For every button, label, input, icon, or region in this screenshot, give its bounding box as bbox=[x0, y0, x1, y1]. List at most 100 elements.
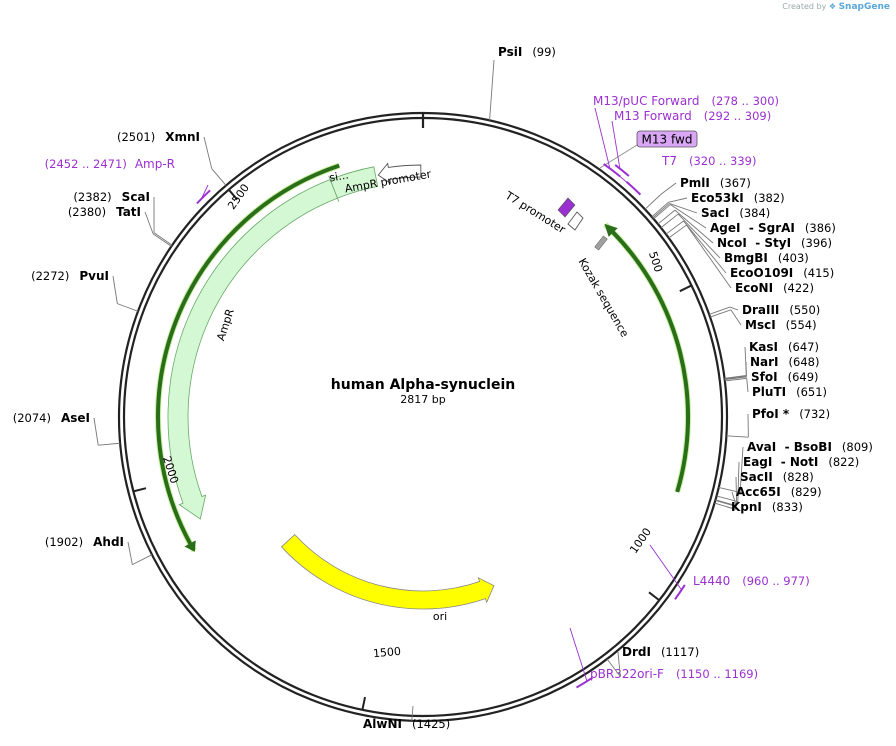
enzyme-leader-elbow bbox=[668, 198, 687, 202]
enzyme-label: EagI - NotI (822) bbox=[743, 455, 859, 469]
enzyme-label: Eco53kI(382) bbox=[691, 191, 785, 205]
enzyme-label: NcoI - StyI(396) bbox=[717, 236, 832, 250]
enzyme-site[interactable]: PfoI *(732) bbox=[726, 407, 830, 438]
primer-label[interactable]: T7 (320 .. 339) bbox=[661, 154, 756, 168]
enzyme-leader-elbow bbox=[730, 307, 738, 310]
enzyme-leader bbox=[653, 203, 670, 217]
primer-label[interactable]: M13 Forward(292 .. 309) bbox=[614, 109, 771, 123]
enzyme-name: PfoI * bbox=[752, 407, 790, 421]
enzyme-name: ScaI bbox=[122, 190, 150, 204]
enzyme-label: PmlI(367) bbox=[680, 176, 751, 190]
primer-name: M13 Forward bbox=[614, 109, 692, 123]
enzyme-label: EcoNI (422) bbox=[735, 281, 814, 295]
tick-label: 1500 bbox=[372, 645, 401, 660]
ampr-arrow[interactable] bbox=[168, 180, 338, 520]
t7-box[interactable] bbox=[558, 198, 575, 217]
enzyme-position: (651) bbox=[796, 385, 827, 399]
enzyme-label: SfoI(649) bbox=[751, 370, 819, 384]
enzyme-name: EcoO109I bbox=[730, 266, 793, 280]
enzyme-name: PluTI bbox=[752, 385, 786, 399]
enzyme-leader bbox=[132, 555, 152, 565]
primer-leader bbox=[595, 108, 610, 168]
enzyme-name: DrdI bbox=[622, 645, 651, 659]
enzyme-label: Acc65I (829) bbox=[736, 485, 822, 499]
primer-label[interactable]: L4440(960 .. 977) bbox=[693, 574, 810, 588]
primer-label[interactable]: M13/pUC Forward(278 .. 300) bbox=[593, 94, 779, 108]
enzyme-site[interactable]: (2380)TatI bbox=[68, 205, 172, 247]
enzyme-label: (2272)PvuI bbox=[31, 269, 109, 283]
enzyme-site[interactable]: (2074)AseI bbox=[13, 411, 120, 446]
enzyme-name: Acc65I bbox=[736, 485, 781, 499]
enzyme-position: (647) bbox=[788, 340, 819, 354]
enzyme-site[interactable]: AlwNI(1425) bbox=[363, 706, 450, 731]
enzyme-position: (386) bbox=[805, 221, 836, 235]
enzyme-name: AgeI - SgrAI bbox=[710, 221, 795, 235]
feature-label-ori[interactable]: ori bbox=[433, 610, 447, 623]
enzyme-label: DraIII(550) bbox=[742, 303, 820, 317]
credit-line: Created by ❖ SnapGene bbox=[782, 2, 890, 12]
enzyme-leader bbox=[666, 221, 684, 234]
tick-mark bbox=[362, 697, 365, 710]
enzyme-leader-elbow bbox=[731, 310, 741, 325]
kozak-box[interactable] bbox=[595, 236, 608, 250]
enzyme-leader-elbow bbox=[94, 418, 98, 445]
primer-position: (320 .. 339) bbox=[689, 154, 757, 168]
enzyme-label: BmgBI(403) bbox=[724, 251, 809, 265]
feature-label-ampr[interactable]: AmpR bbox=[214, 307, 237, 343]
tick-mark bbox=[680, 285, 692, 291]
enzyme-site[interactable]: PsiI(99) bbox=[490, 45, 556, 121]
enzyme-leader-elbow bbox=[204, 137, 212, 169]
enzyme-name: EcoNI bbox=[735, 281, 773, 295]
enzyme-position: (822) bbox=[828, 455, 859, 469]
backbone-layer bbox=[119, 113, 727, 721]
enzyme-name: DraIII bbox=[742, 303, 779, 317]
enzyme-site[interactable]: KpnI(833) bbox=[715, 500, 803, 514]
primer-leader bbox=[610, 168, 632, 186]
enzyme-position: (2272) bbox=[31, 269, 69, 283]
enzyme-name: XmnI bbox=[165, 130, 200, 144]
enzyme-name: EagI - NotI bbox=[743, 455, 818, 469]
enzyme-label: DrdI(1117) bbox=[622, 645, 699, 659]
enzyme-name: SacI bbox=[701, 206, 729, 220]
enzyme-name: SacII bbox=[740, 470, 773, 484]
enzyme-label: SacI(384) bbox=[701, 206, 770, 220]
enzyme-leader bbox=[726, 436, 748, 437]
primer-leader bbox=[650, 545, 682, 590]
enzyme-leader bbox=[654, 205, 671, 219]
ori-arrow[interactable] bbox=[282, 535, 494, 609]
enzyme-site[interactable]: (1902)AhdI bbox=[45, 535, 152, 565]
enzyme-position: (829) bbox=[791, 485, 822, 499]
tick-mark bbox=[133, 488, 146, 491]
m13-fwd-text: M13 fwd bbox=[642, 133, 693, 147]
enzyme-label: KpnI(833) bbox=[731, 500, 803, 514]
feature-label-t7-promoter[interactable]: T7 promoter bbox=[502, 188, 568, 236]
enzyme-position: (2074) bbox=[13, 411, 51, 425]
enzyme-leader-elbow bbox=[128, 542, 132, 565]
enzyme-leader bbox=[154, 233, 172, 245]
enzyme-position: (833) bbox=[772, 500, 803, 514]
enzyme-site[interactable]: DraIII(550) bbox=[709, 303, 820, 317]
enzyme-label: MscI(554) bbox=[745, 318, 817, 332]
enzyme-name: BmgBI bbox=[724, 251, 768, 265]
enzyme-site[interactable]: SacI(384) bbox=[653, 203, 771, 219]
tick-label: 500 bbox=[646, 250, 665, 274]
primer-label[interactable]: pBR322ori-F(1150 .. 1169) bbox=[590, 667, 758, 681]
primer-label[interactable]: (2452 .. 2471)Amp-R bbox=[45, 157, 175, 171]
primer-name: L4440 bbox=[693, 574, 730, 588]
enzyme-label: (2501) XmnI bbox=[117, 130, 200, 144]
tick-mark bbox=[649, 592, 659, 600]
enzyme-leader bbox=[652, 202, 669, 216]
enzyme-label: SacII(828) bbox=[740, 470, 814, 484]
enzyme-site[interactable]: (2272)PvuI bbox=[31, 269, 138, 312]
enzyme-position: (422) bbox=[783, 281, 814, 295]
t7-promoter-arrow[interactable] bbox=[568, 212, 583, 230]
asyn-orf-arrow[interactable] bbox=[605, 225, 689, 492]
enzyme-leader bbox=[98, 443, 120, 445]
enzyme-label: PfoI *(732) bbox=[752, 407, 830, 421]
feature-label-kozak-sequence[interactable]: Kozak sequence bbox=[576, 256, 632, 340]
primer-name: T7 bbox=[661, 154, 677, 168]
enzyme-position: (2501) bbox=[117, 130, 155, 144]
backbone-inner bbox=[124, 118, 722, 716]
